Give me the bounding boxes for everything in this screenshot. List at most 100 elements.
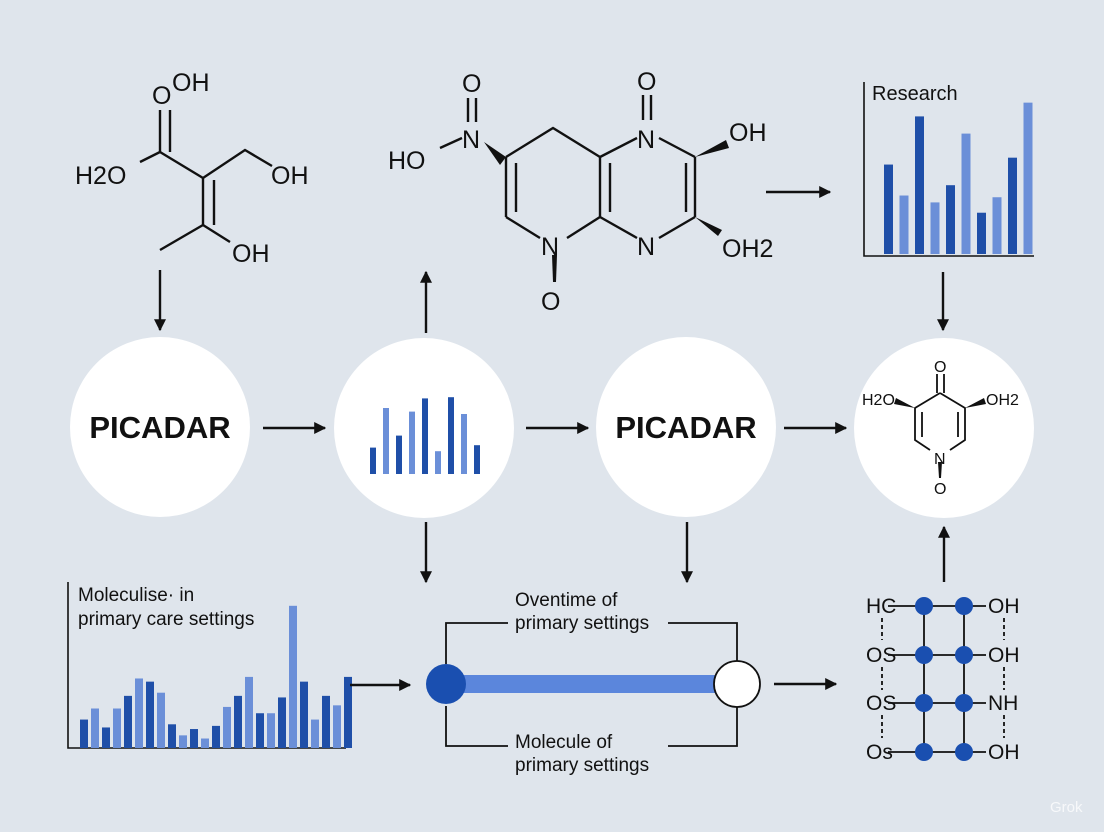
- atom-label: HC: [866, 595, 896, 618]
- bar: [344, 676, 352, 748]
- node-pyridone: O H2O OH2 N O: [854, 338, 1034, 518]
- timeline-top-label: primary settings: [515, 613, 649, 634]
- atom-oh: OH: [172, 69, 210, 97]
- atom-ho: HO: [388, 147, 426, 175]
- atom-label: OS: [866, 692, 896, 715]
- chart-title: Moleculise· in: [78, 585, 194, 606]
- atom-oh2: OH2: [986, 392, 1019, 409]
- dot-group: [915, 597, 973, 761]
- atom-dot: [915, 597, 933, 615]
- bar: [396, 435, 402, 474]
- bar: [256, 713, 264, 748]
- atom-dot: [915, 646, 933, 664]
- atom-h2o: H2O: [862, 392, 895, 409]
- bar: [474, 445, 480, 474]
- bar: [333, 705, 341, 748]
- bar-group: [80, 605, 352, 748]
- bar: [201, 738, 209, 748]
- bar: [946, 185, 955, 254]
- atom-oh: OH: [271, 162, 309, 190]
- bar: [245, 676, 253, 748]
- timeline-end-dot: [713, 660, 761, 708]
- watermark-text: Grok: [1050, 799, 1083, 816]
- timeline-bar: [446, 675, 738, 693]
- bar: [322, 695, 330, 748]
- atom-label: NH: [988, 692, 1018, 715]
- bar: [124, 695, 132, 748]
- atom-n: N: [462, 126, 480, 154]
- atom-dot: [955, 694, 973, 712]
- bar: [1008, 157, 1017, 254]
- chart-title: Research: [872, 83, 958, 105]
- atom-dot: [955, 743, 973, 761]
- bar: [448, 397, 454, 474]
- atom-n: N: [934, 451, 946, 468]
- atom-o: O: [462, 70, 481, 98]
- bar: [278, 697, 286, 748]
- atom-oh: OH: [232, 240, 270, 268]
- timeline-bottom-label: Molecule of: [515, 732, 613, 753]
- timeline-bottom-label: primary settings: [515, 755, 649, 776]
- bar: [234, 695, 242, 748]
- structure-top-center: O O N N HO OH N N OH2 O: [388, 68, 773, 316]
- bar: [300, 681, 308, 748]
- bar-group: [884, 102, 1033, 255]
- node-label: PICADAR: [615, 410, 756, 445]
- atom-o: O: [934, 359, 946, 376]
- bar: [146, 681, 154, 748]
- bar: [91, 708, 99, 748]
- bar: [289, 605, 297, 748]
- bar: [884, 164, 893, 254]
- bar-group: [370, 397, 480, 474]
- atom-label: Os: [866, 741, 893, 764]
- atom-label: OS: [866, 644, 896, 667]
- atom-n: N: [541, 233, 559, 261]
- bar: [961, 133, 971, 254]
- node-picadar-2: PICADAR: [596, 337, 776, 517]
- bar: [102, 727, 110, 748]
- atom-o: O: [637, 68, 656, 96]
- bar: [383, 408, 389, 474]
- bar: [977, 212, 986, 254]
- node-label: PICADAR: [89, 410, 230, 445]
- atom-dot: [955, 646, 973, 664]
- bar: [370, 447, 376, 474]
- bar: [409, 411, 415, 474]
- bar: [422, 398, 428, 474]
- bar: [135, 678, 143, 748]
- bar: [1023, 102, 1033, 254]
- atom-label: OH: [988, 595, 1020, 618]
- bar: [992, 197, 1002, 254]
- bar: [190, 729, 198, 748]
- chart-title: primary care settings: [78, 609, 254, 630]
- atom-o: O: [541, 288, 560, 316]
- atom-o: O: [934, 481, 946, 498]
- atom-dot: [955, 597, 973, 615]
- bar: [113, 708, 121, 748]
- atom-label: OH: [988, 741, 1020, 764]
- structure-top-left: O OH H2O OH OH: [75, 69, 309, 268]
- bar: [179, 735, 187, 748]
- atom-h2o: H2O: [75, 162, 126, 190]
- bar: [311, 719, 319, 748]
- bar: [80, 719, 88, 748]
- bar: [435, 451, 441, 474]
- chart-research: Research: [863, 82, 1034, 257]
- atom-oh2: OH2: [722, 235, 773, 263]
- bar: [212, 725, 220, 748]
- node-picadar-1: PICADAR: [70, 337, 250, 517]
- timeline-start-dot: [426, 664, 466, 704]
- structure-grid: HC OS OS Os OH OH NH OH: [866, 595, 1020, 764]
- bar: [168, 724, 176, 748]
- atom-dot: [915, 743, 933, 761]
- atom-o: O: [152, 82, 171, 110]
- bar: [461, 414, 467, 474]
- atom-oh: OH: [729, 119, 767, 147]
- bar: [915, 116, 924, 255]
- bar: [267, 713, 275, 748]
- timeline-top-label: Oventime of: [515, 590, 618, 611]
- bar: [930, 202, 940, 254]
- node-chart: [334, 338, 514, 518]
- atom-n: N: [637, 126, 655, 154]
